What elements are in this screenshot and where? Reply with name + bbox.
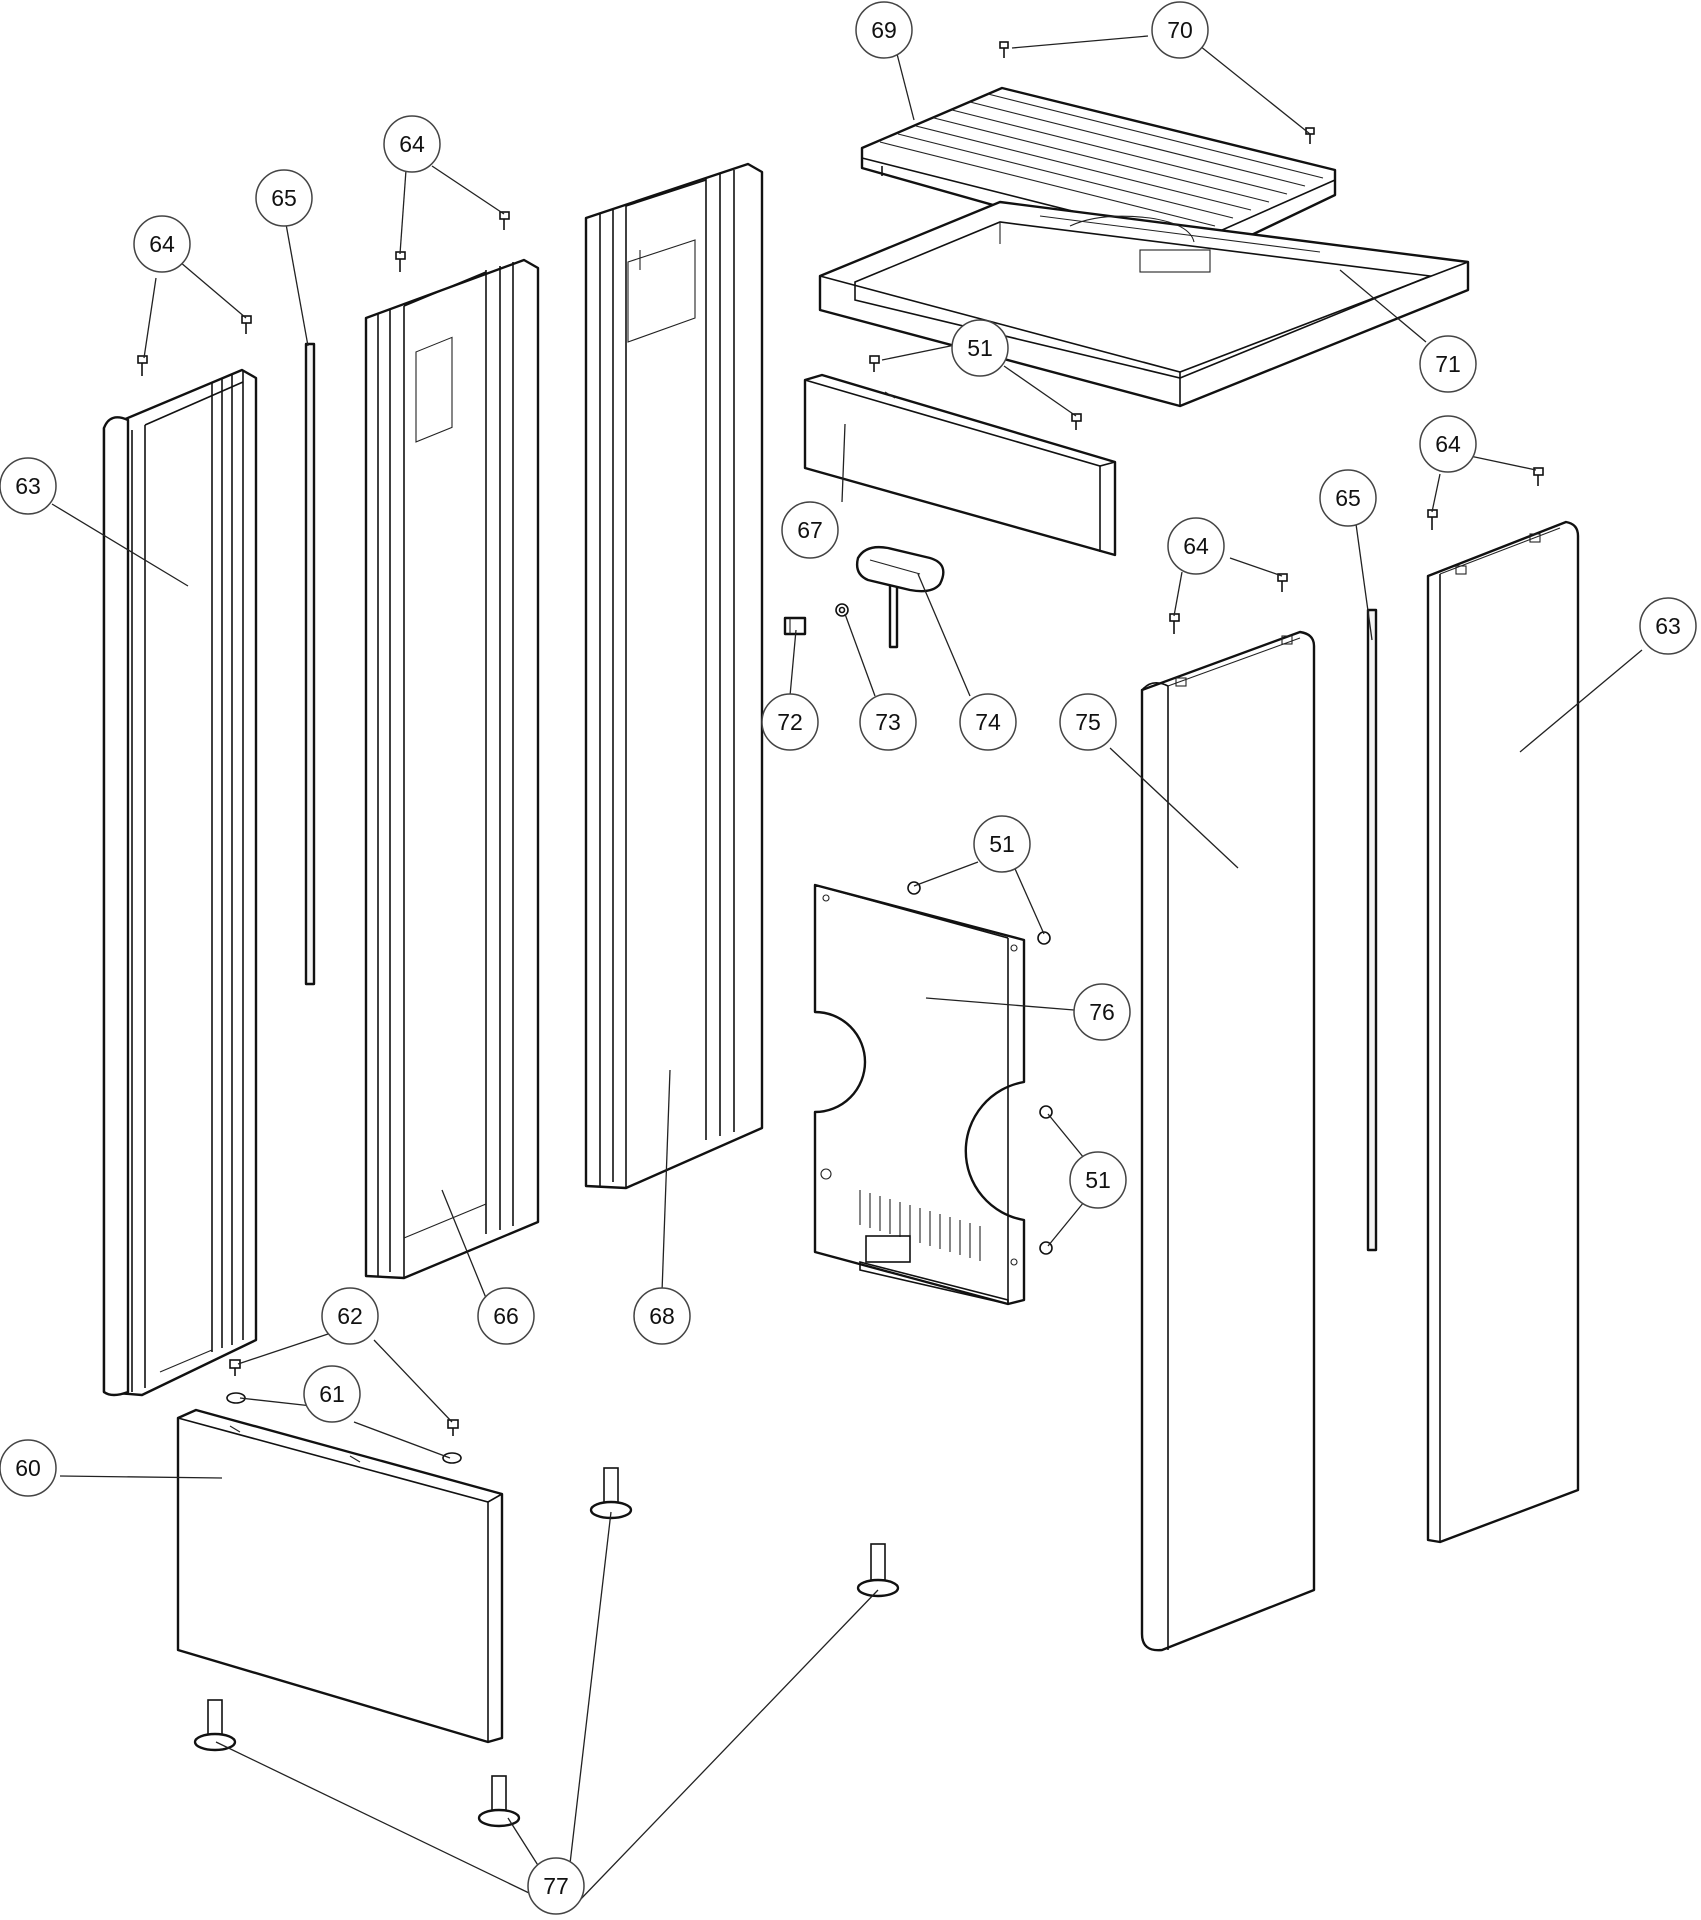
callout-70: 70 — [1151, 1, 1209, 59]
callout-72: 72 — [761, 693, 819, 751]
svg-text:72: 72 — [777, 709, 803, 735]
screw-70b — [1305, 127, 1315, 144]
callout-69: 69 — [855, 1, 913, 59]
callout-64-left: 64 — [133, 215, 191, 273]
screw-51a — [869, 355, 880, 372]
svg-text:51: 51 — [967, 335, 993, 361]
part-77-feet — [193, 1467, 900, 1828]
part-65-left-strip — [304, 342, 316, 986]
callout-62: 62 — [321, 1287, 379, 1345]
svg-text:65: 65 — [1335, 485, 1361, 511]
callout-76: 76 — [1073, 983, 1131, 1041]
callout-64-right-front: 64 — [1167, 517, 1225, 575]
callout-63-right: 63 — [1639, 597, 1697, 655]
svg-text:73: 73 — [875, 709, 901, 735]
callout-75: 75 — [1059, 693, 1117, 751]
screw-62a — [229, 1359, 241, 1376]
screw-64c — [499, 211, 510, 230]
part-68-rear-channel — [584, 162, 764, 1190]
part-75-right-column — [1140, 630, 1316, 1652]
leader-lines — [51, 35, 1643, 1907]
svg-text:68: 68 — [649, 1303, 675, 1329]
svg-text:63: 63 — [1655, 613, 1681, 639]
screw-64h — [1427, 509, 1438, 530]
svg-text:64: 64 — [399, 131, 425, 157]
svg-text:67: 67 — [797, 517, 823, 543]
callout-60: 60 — [0, 1439, 57, 1497]
screw-64f — [1169, 613, 1180, 634]
part-67-front-panel — [803, 373, 1117, 557]
part-73-nut — [835, 603, 849, 617]
svg-text:65: 65 — [271, 185, 297, 211]
part-74-knob — [855, 545, 945, 649]
screw-51b — [1071, 413, 1082, 430]
callout-66: 66 — [477, 1287, 535, 1345]
part-63-left-profile — [102, 368, 258, 1397]
callout-71: 71 — [1419, 335, 1477, 393]
screw-64a — [241, 315, 252, 334]
washer-61b — [442, 1452, 462, 1464]
part-63-right-profile — [1426, 520, 1580, 1544]
part-69-top-grille — [860, 86, 1337, 270]
svg-text:63: 63 — [15, 473, 41, 499]
callout-51-lower: 51 — [1069, 1151, 1127, 1209]
screw-62b — [447, 1419, 459, 1436]
screw-64b — [137, 355, 148, 376]
callout-63-left: 63 — [0, 457, 57, 515]
part-66-channel — [364, 258, 540, 1280]
callout-51-top: 51 — [951, 319, 1009, 377]
svg-text:64: 64 — [1183, 533, 1209, 559]
part-72-clip — [783, 616, 807, 636]
foot-b — [856, 1543, 900, 1598]
part-65-right-strip — [1366, 608, 1378, 1252]
callout-65-right: 65 — [1319, 469, 1377, 527]
callout-61: 61 — [303, 1365, 361, 1423]
svg-text:66: 66 — [493, 1303, 519, 1329]
nut-51d — [1037, 931, 1051, 945]
callout-64-middle: 64 — [383, 115, 441, 173]
screw-70a — [999, 41, 1009, 58]
screw-64e — [1277, 573, 1288, 592]
svg-text:62: 62 — [337, 1303, 363, 1329]
svg-text:77: 77 — [543, 1873, 569, 1899]
svg-text:64: 64 — [1435, 431, 1461, 457]
part-71-top-frame — [818, 200, 1470, 408]
callout-73: 73 — [859, 693, 917, 751]
part-60-bottom-panel — [176, 1408, 504, 1744]
svg-text:51: 51 — [1085, 1167, 1111, 1193]
svg-text:61: 61 — [319, 1381, 345, 1407]
part-76-back-plate — [813, 883, 1026, 1306]
callout-67: 67 — [781, 501, 839, 559]
svg-text:60: 60 — [15, 1455, 41, 1481]
callout-77: 77 — [527, 1857, 585, 1915]
screw-64d — [395, 251, 406, 272]
foot-c — [193, 1699, 237, 1752]
callout-64-right-rear: 64 — [1419, 415, 1477, 473]
svg-text:71: 71 — [1435, 351, 1461, 377]
callout-74: 74 — [959, 693, 1017, 751]
foot-a — [589, 1467, 633, 1520]
svg-text:70: 70 — [1167, 17, 1193, 43]
callout-65-left: 65 — [255, 169, 313, 227]
svg-text:75: 75 — [1075, 709, 1101, 735]
foot-d — [477, 1775, 521, 1828]
svg-text:76: 76 — [1089, 999, 1115, 1025]
svg-text:51: 51 — [989, 831, 1015, 857]
callout-68: 68 — [633, 1287, 691, 1345]
svg-text:69: 69 — [871, 17, 897, 43]
svg-text:64: 64 — [149, 231, 175, 257]
svg-text:74: 74 — [975, 709, 1001, 735]
callout-51-middle: 51 — [973, 815, 1031, 873]
screw-64g — [1533, 467, 1544, 486]
